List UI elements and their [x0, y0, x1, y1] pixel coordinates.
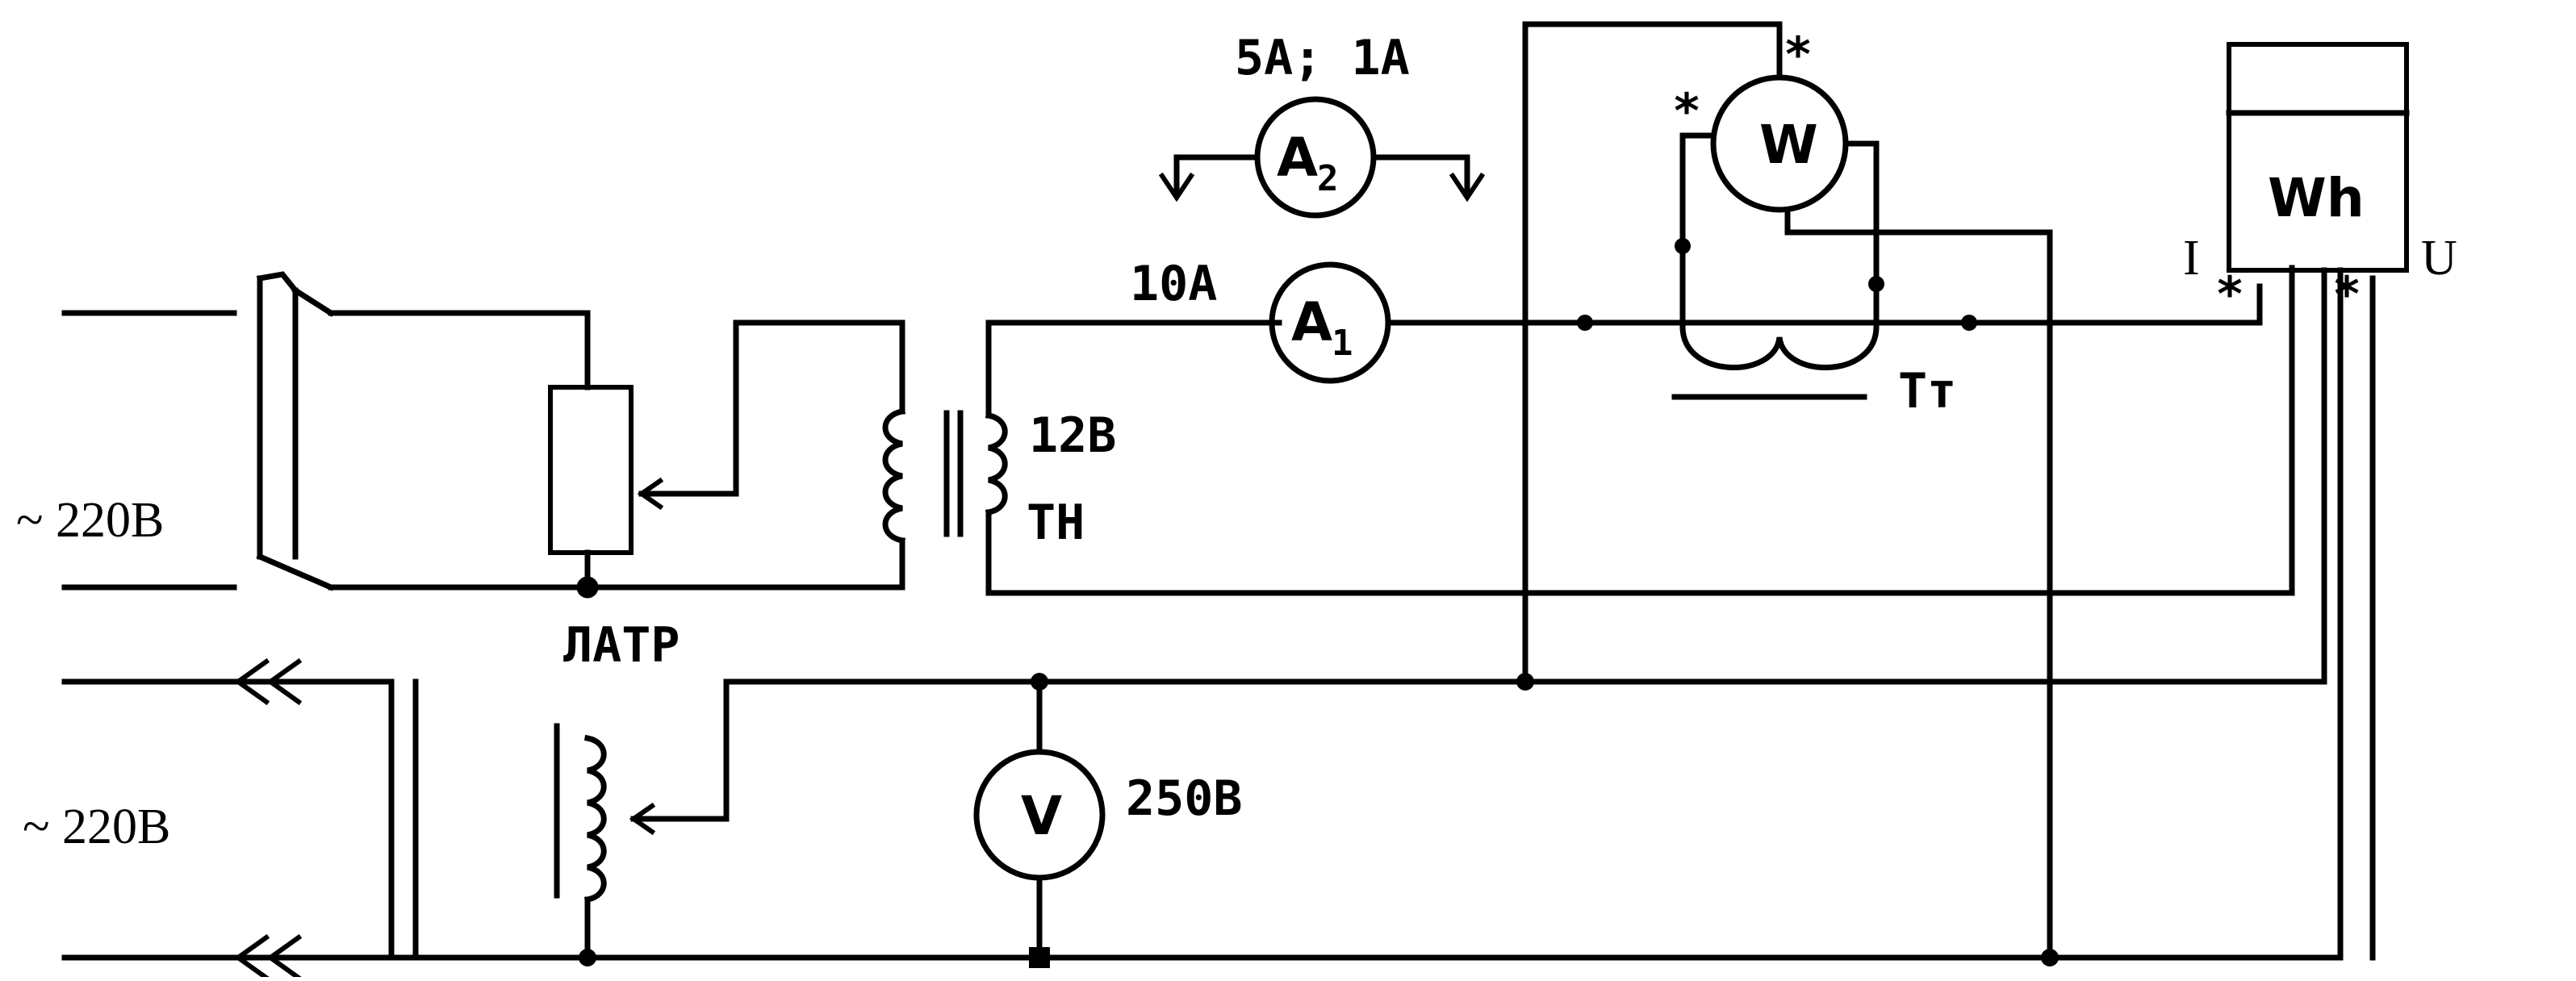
terminal-u-label: U	[2421, 231, 2457, 286]
current-transformer-tt	[1671, 243, 1880, 400]
star-mark-wh-u: *	[2332, 266, 2361, 323]
double-pole-switch	[256, 271, 335, 591]
tn-voltage-label: 12В	[1029, 407, 1116, 464]
wh-letter: Wh	[2268, 167, 2365, 229]
tn-transformer	[882, 265, 2295, 596]
a2-letter: A	[1277, 127, 1318, 189]
a1-subscript: 1	[1332, 323, 1353, 364]
a2-range-label: 5А; 1А	[1235, 30, 1410, 86]
tn-name-label: ТН	[1027, 495, 1085, 551]
star-mark-w-left: *	[1672, 83, 1701, 140]
voltage-bus	[723, 275, 2376, 968]
star-mark-wh-i: *	[2215, 266, 2244, 323]
w-letter: W	[1759, 114, 1818, 176]
ammeter-a2-group	[1158, 96, 1486, 219]
a1-letter: A	[1291, 291, 1332, 353]
terminal-i-label: I	[2183, 231, 2200, 286]
tt-label: Тт	[1898, 363, 1956, 420]
ammeter-a1-circuit	[1269, 261, 2263, 384]
top-supply-lines	[61, 310, 237, 591]
supply-top-label: ~ 220B	[16, 493, 164, 548]
star-mark-w-top: *	[1784, 27, 1813, 83]
v-letter: V	[1021, 785, 1062, 847]
a2-subscript: 2	[1317, 158, 1339, 199]
bottom-supply-lines	[61, 657, 395, 981]
v-range-label: 250В	[1126, 770, 1243, 827]
supply-bottom-label: ~ 220B	[23, 799, 170, 854]
latr-autotransformer	[328, 310, 905, 599]
a1-range-label: 10А	[1130, 256, 1217, 312]
latr-label: ЛАТР	[563, 617, 680, 674]
bottom-autotransformer	[388, 678, 730, 966]
